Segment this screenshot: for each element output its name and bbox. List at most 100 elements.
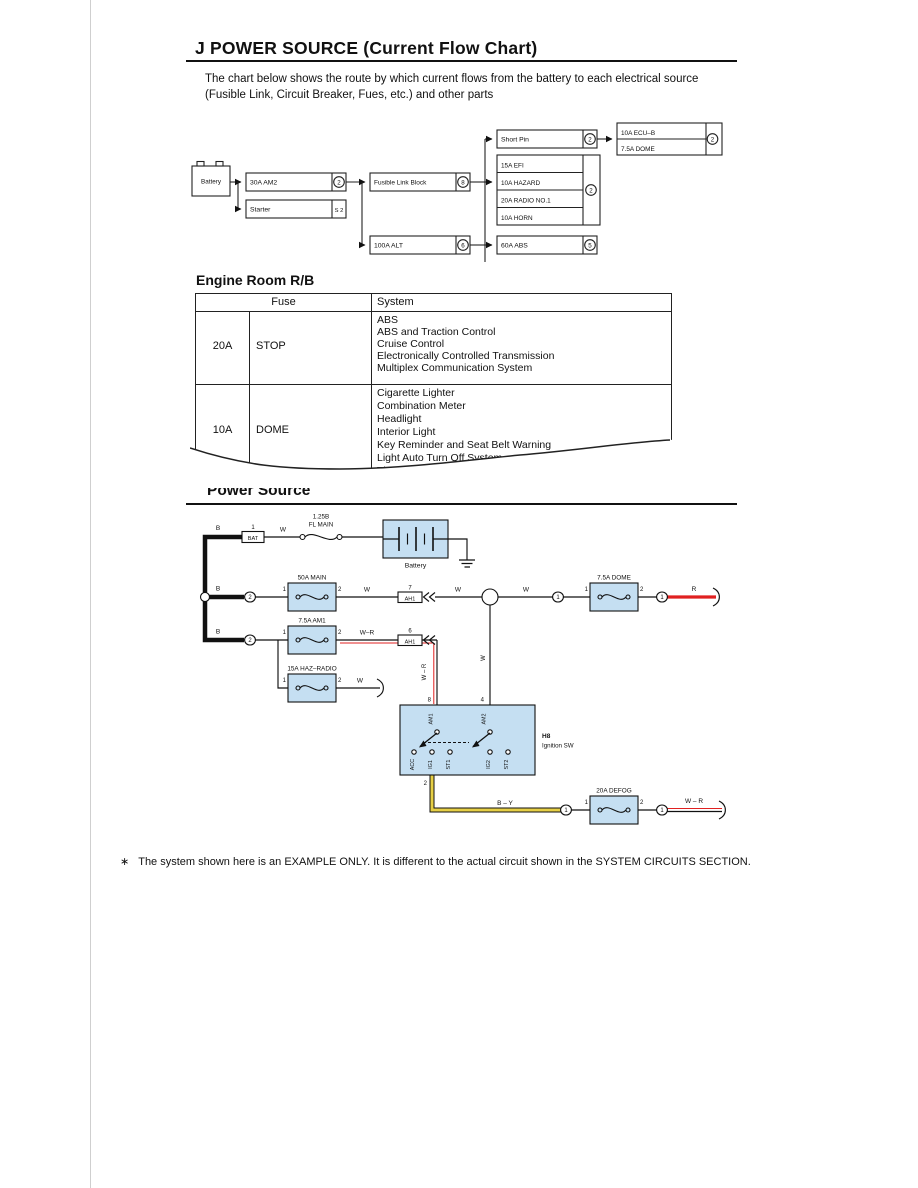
flow-ecub-label: 10A ECU–B [621,130,655,137]
flow-am2-label: 30A AM2 [250,180,277,187]
system-item: Combination Meter [377,400,466,412]
fl-main-symbol [299,533,343,541]
example-footnote: ∗ The system shown here is an EXAMPLE ONL… [120,855,751,868]
fuse-amp-10a: 10A [212,424,233,436]
power-source-diagram: B B B 1 BAT W 1.25B FL MAIN Battery 2 50… [199,514,726,825]
power-source-underline [186,503,737,505]
system-item: Interior Light [377,426,436,438]
wire-label-w-vertical: W [481,655,487,661]
flow-box-ecub-dome: 10A ECU–B 7.5A DOME 2 [616,122,723,156]
connector-1-dome-right: 1 [660,595,664,601]
wire-label-w1: W [364,587,371,594]
switch-arm-2-arrow [472,740,480,748]
flow-short-pin-label: Short Pin [501,137,529,144]
wire-cut-mark-w [376,678,384,698]
wire-label-w-top: W [280,527,287,534]
dome-pin-1: 1 [585,587,589,593]
wire-label-wr2: W – R [685,798,703,805]
wire-label-wr1: W–R [360,630,375,637]
system-item: ABS [377,314,399,326]
terminal-st1: ST1 [446,760,452,770]
haz-row-wire [277,640,380,689]
flow-box-60a-abs: 60A ABS 5 [496,235,598,255]
main-pin-2: 2 [338,587,342,593]
wire-label-w3: W [523,587,530,594]
connector-2-am1: 2 [248,638,252,644]
ah1-connector-bottom [397,634,436,647]
fuse-label-7-5a-dome: 7.5A DOME [597,575,631,582]
table-row-divider [196,384,671,385]
fuse-20a-defog [589,795,639,825]
flow-radio-label: 20A RADIO NO.1 [501,198,551,205]
flow-battery-label: Battery [201,179,222,186]
fl-main-amp: 1.25B [313,514,329,521]
am1-pin-2: 2 [338,630,342,636]
scan-edge-line [90,0,91,1188]
table-header-rule [196,311,671,312]
wire-label-w2: W [455,587,462,594]
flow-box-starter: Starter S 2 [245,199,347,219]
flow-box-100a-alt: 100A ALT 6 [369,235,471,255]
connector-1-dome-left: 1 [556,595,560,601]
system-item: Electronically Controlled Transmission [377,350,555,362]
battery-label: Battery [405,563,427,570]
wire-cut-mark-r [712,587,720,607]
diagram-labels: B B B 1 BAT W 1.25B FL MAIN Battery 2 50… [216,514,704,815]
oval-connectors [244,591,668,816]
ah1a-pin: 7 [408,586,412,592]
system-item: Multiplex Communication System [377,362,533,374]
flow-starter-tag: S 2 [335,208,344,214]
ignition-pin-2: 2 [424,781,428,787]
table-column-divider [371,294,372,471]
flow-hazard-label: 10A HAZARD [501,180,540,187]
ignition-pin-4: 4 [481,698,485,704]
fuse-15a-haz-radio [287,673,337,703]
bat-connector-label: BAT [248,536,259,542]
flow-box-short-pin: Short Pin 2 [496,129,598,149]
flow-connector-lines [230,135,613,262]
flow-flb-tag: 8 [461,179,465,186]
defog-pin-2: 2 [640,800,644,806]
bat-connector [241,530,265,544]
system-item: Cruise Control [377,338,445,350]
flow-abs-tag: 5 [588,242,592,249]
wire-label-b-top: B [216,525,220,532]
by-wire-yellow [430,775,561,812]
bat-pin-number: 1 [251,525,255,531]
flow-am2-tag: 2 [337,179,341,186]
ground-symbol [448,538,475,568]
current-flow-chart: Battery 30A AM2 2 Starter S 2 Fusible Li… [191,122,723,262]
haz-pin-1: 1 [283,678,287,684]
wr-red-stripe [340,642,435,704]
wire-label-wr-vertical: W – R [422,663,428,680]
battery-symbol [382,519,449,559]
col-header-system: System [377,296,414,308]
ah1-connector-top [397,591,436,604]
fuse-label-50a-main: 50A MAIN [298,575,327,582]
switch-arm-1-arrow [419,740,427,748]
footnote-text: The system shown here is an EXAMPLE ONLY… [138,856,751,868]
flow-flb-label: Fusible Link Block [374,180,427,187]
flow-ecub-tag: 2 [711,136,715,143]
flow-dome-label: 7.5A DOME [621,146,655,153]
wire-label-by: B – Y [497,800,513,807]
flow-efi-label: 15A EFI [501,163,524,170]
flow-horn-label: 10A HORN [501,215,533,222]
footnote-asterisk: ∗ [120,856,130,868]
system-item: Cigarette Lighter [377,387,455,399]
fuse-label-15a-haz-radio: 15A HAZ–RADIO [287,666,336,673]
flow-battery: Battery [191,160,231,197]
fuse-7-5a-dome [589,582,639,612]
defog-pin-1: 1 [585,800,589,806]
terminal-ig2: IG2 [486,760,492,769]
main-pin-1: 1 [283,587,287,593]
flow-alt-tag: 6 [461,242,465,249]
title-underline [186,60,737,62]
terminal-ig1: IG1 [428,760,434,769]
ah1b-label: AH1 [405,639,416,645]
intro-line-1: The chart below shows the route by which… [205,73,699,85]
flow-fuse-group-box: 15A EFI 10A HAZARD 20A RADIO NO.1 10A HO… [496,154,601,226]
terminal-am2: AM2 [482,713,488,724]
stop-systems-list: ABS ABS and Traction Control Cruise Cont… [377,314,554,374]
fuse-label-20a-defog: 20A DEFOG [596,788,632,795]
